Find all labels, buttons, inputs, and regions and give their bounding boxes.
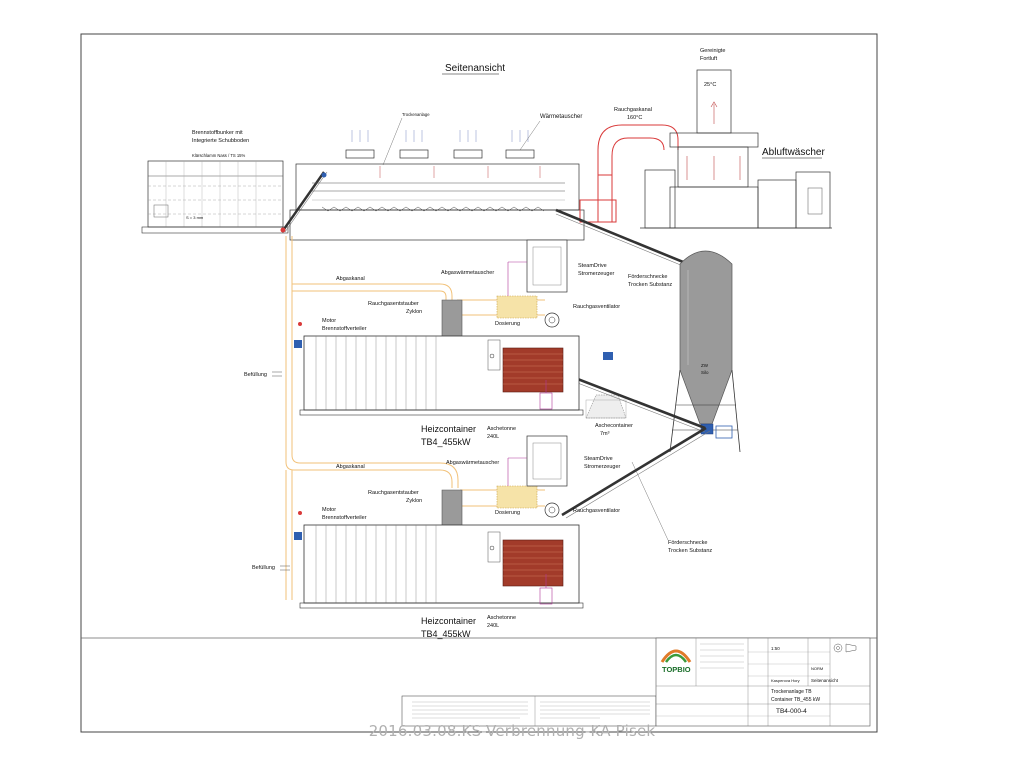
u1-ash-bin-label-line2: 240L [487, 434, 499, 440]
u2-motor-label-line2: Brennstoffverteiler [322, 515, 367, 521]
company-logo [660, 649, 692, 663]
bunker-label-line2: Integrierte Schubboden [192, 138, 249, 144]
dryer-leader [382, 117, 403, 166]
conveyor-bottom-leader [631, 461, 669, 541]
heat-exchanger-label: Wärmetauscher [540, 114, 582, 120]
silo-label-line2: Silo [701, 370, 709, 375]
u1-motor-label-line2: Brennstoffverteiler [322, 326, 367, 332]
bunker-dimension-label: S = 3 mm [186, 215, 204, 220]
u1-steam-label-line2: Stromerzeuger [578, 271, 615, 277]
u1-container-title-line1: Heizcontainer [421, 424, 476, 434]
silo-label-line1: ZW [701, 363, 709, 368]
u2-steam-label-line1: SteamDrive [584, 456, 613, 462]
heating-container-unit-2 [280, 435, 584, 609]
footer-caption: 2016.03.08.KS-Verbrennung-KA Pisek [368, 722, 656, 740]
title-designation-line1: Trockenanlage TB [771, 689, 812, 695]
u1-ash-bin-label-line1: Aschetonne [487, 426, 516, 432]
u2-filling-label: Befüllung [252, 565, 275, 571]
u1-cyclone-label-line2: Zyklon [406, 309, 422, 315]
u2-cyclone-label-line1: Rauchgasentstauber [368, 490, 419, 496]
u2-exhaust-hx-label: Abgaswärmetauscher [446, 460, 499, 466]
u1-exhaust-duct-label: Abgaskanal [336, 276, 365, 282]
u1-steam-label-line1: SteamDrive [578, 263, 607, 269]
bunker-feeder [280, 171, 328, 233]
title-name: Kasperova Hory [771, 678, 800, 683]
bunker-label-line1: Brennstoffbunker mit [192, 130, 243, 136]
u2-dosing-label: Dosierung [495, 510, 520, 516]
title-designation-line2: Container TB_455 kW [771, 697, 820, 703]
u2-container-title-line2: TB4_455kW [421, 629, 471, 639]
u1-container-title-line2: TB4_455kW [421, 437, 471, 447]
clean-exhaust-label-line2: Fortluft [700, 56, 718, 62]
conveyor-top [555, 208, 689, 269]
u1-dosing-label: Dosierung [495, 321, 520, 327]
conveyor-unit1-to-silo [574, 376, 706, 433]
flue-duct-label: Rauchgaskanal [614, 107, 652, 113]
u1-exhaust-hx-label: Abgaswärmetauscher [441, 270, 494, 276]
u2-cyclone-label-line2: Zyklon [406, 498, 422, 504]
title-drawing-number: TB4-000-4 [776, 708, 807, 715]
u1-cyclone-label-line1: Rauchgasentstauber [368, 301, 419, 307]
company-name: TOPBIO [662, 665, 691, 674]
fuel-bunker [141, 160, 289, 234]
feed-duct-vertical [285, 236, 440, 600]
conveyor-bottom-label-line2: Trocken Substanz [668, 548, 712, 554]
silo [669, 250, 741, 453]
ash-container-label-line1: Aschecontainer [595, 423, 633, 429]
title-block: TOPBIO 1:50 NORM Seitenansicht Kasperova… [401, 637, 871, 727]
conveyor-top-label-line1: Förderschnecke [628, 274, 667, 280]
u2-exhaust-duct-label: Abgaskanal [336, 464, 365, 470]
u2-ash-bin-label-line2: 240L [487, 623, 499, 629]
air-scrubber [640, 69, 832, 229]
u2-steam-label-line2: Stromerzeuger [584, 464, 621, 470]
title-scale: 1:50 [771, 646, 780, 651]
u1-motor-label-line1: Motor [322, 318, 336, 324]
u2-motor-label-line1: Motor [322, 507, 336, 513]
u1-fan-label: Rauchgasventilator [573, 304, 620, 310]
conveyor-top-label-line2: Trocken Substanz [628, 282, 672, 288]
dryer-label: Trockenanlage [402, 112, 430, 117]
heating-container-unit-1 [272, 239, 613, 416]
clean-exhaust-label-line1: Gereinigte [700, 48, 725, 54]
u2-ash-bin-label-line1: Aschetonne [487, 615, 516, 621]
ash-container-label-line2: 7m³ [600, 431, 610, 437]
scrubber-label: Abluftwäscher [762, 147, 825, 158]
bunker-material-label: Klärschlamm Nass / TS 15% [192, 153, 245, 158]
u2-fan-label: Rauchgasventilator [573, 508, 620, 514]
flue-duct-temp: 160°C [627, 115, 642, 121]
heat-exchanger-leader [519, 120, 541, 151]
dryer-unit [289, 130, 585, 241]
u1-filling-label: Befüllung [244, 372, 267, 378]
sheet-title: Seitenansicht [445, 63, 505, 74]
flue-gas-duct [579, 124, 679, 223]
title-view: Seitenansicht [811, 678, 839, 683]
ash-container [585, 394, 627, 419]
conveyor-bottom-label-line1: Förderschnecke [668, 540, 707, 546]
u2-container-title-line1: Heizcontainer [421, 616, 476, 626]
title-norm: NORM [811, 666, 823, 671]
exhaust-temp: 25°C [704, 82, 716, 88]
conveyor-unit2-to-silo [561, 426, 711, 519]
